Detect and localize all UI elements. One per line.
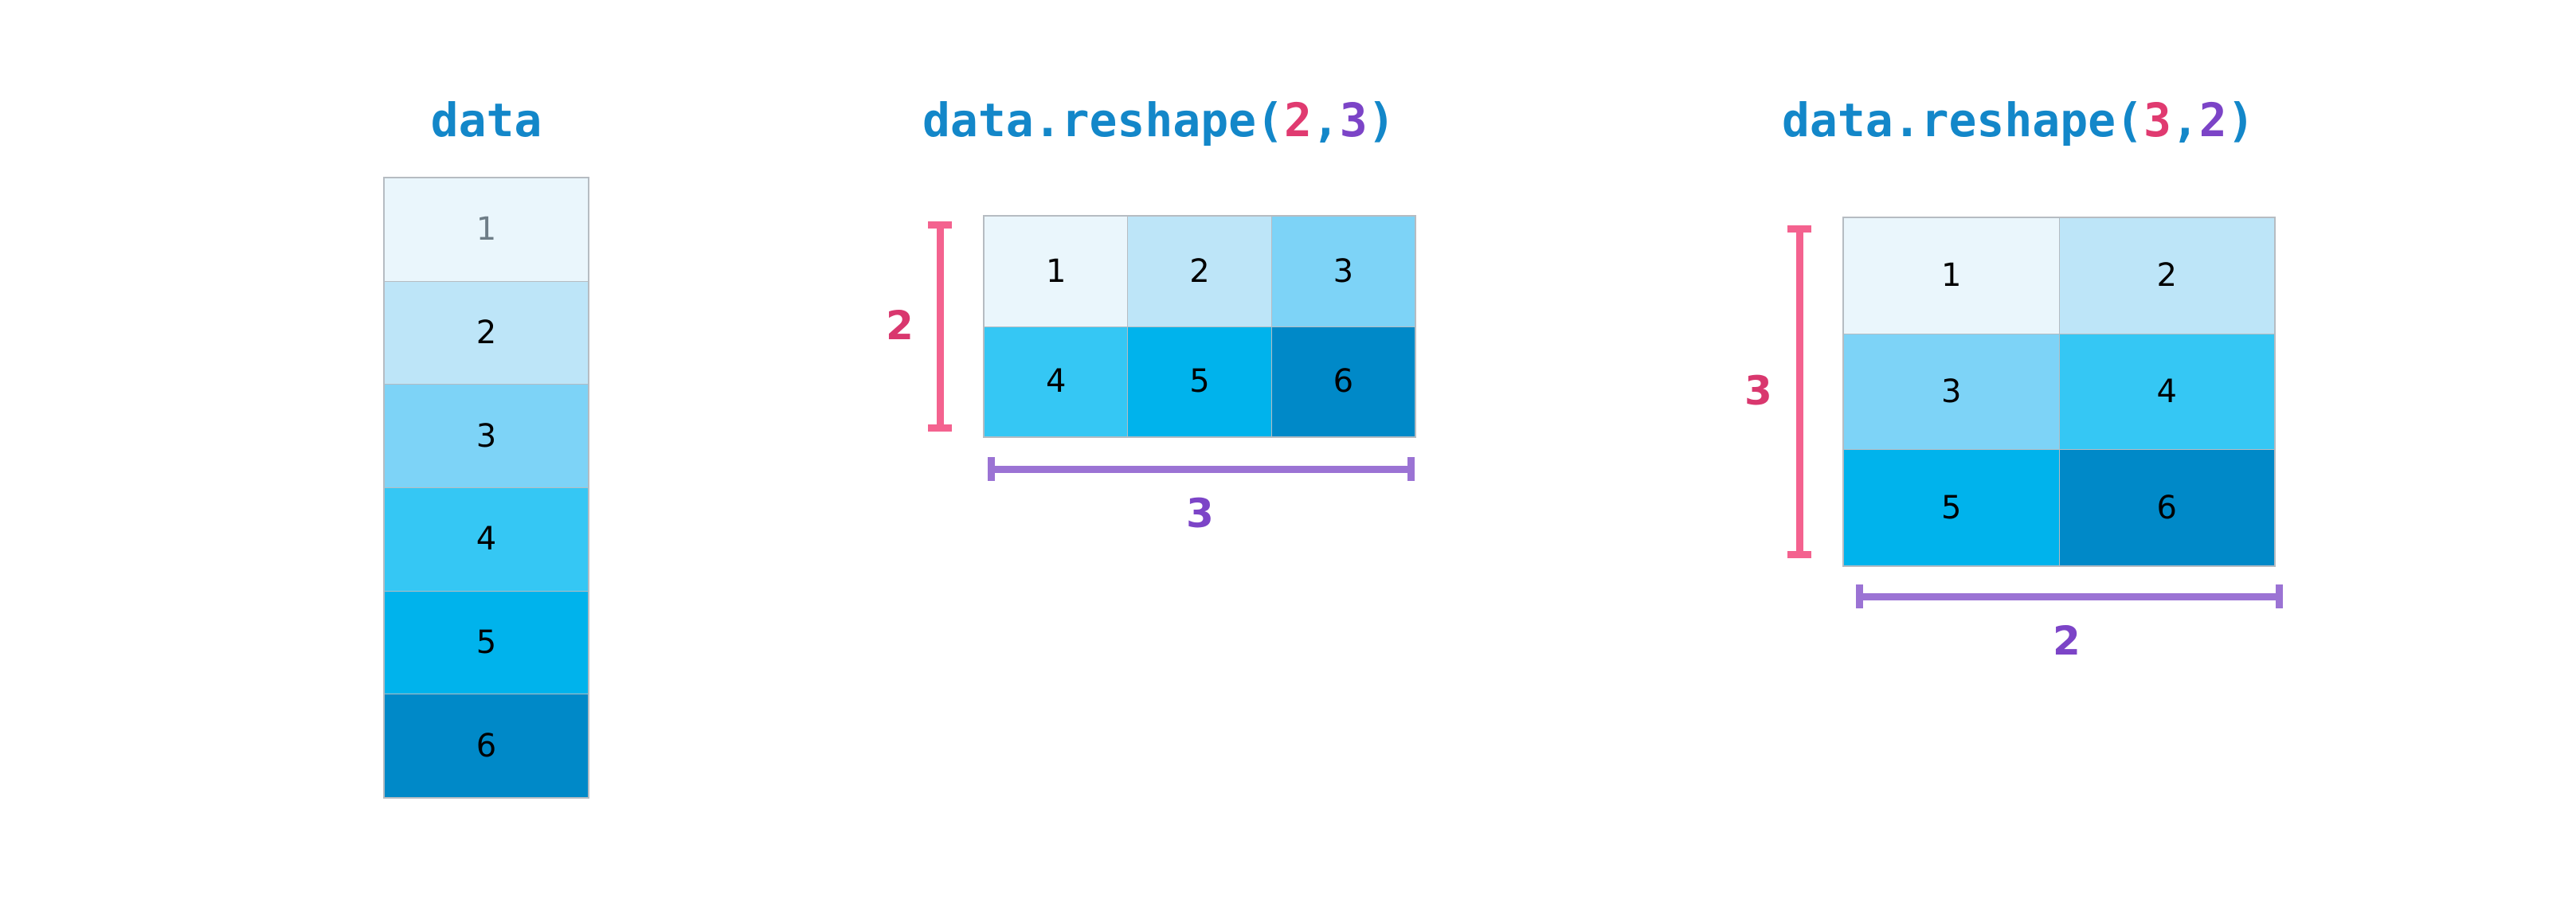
panel-data-title: data [430,93,542,147]
matrix-cell: 6 [2059,450,2274,565]
data-cell: 3 [385,385,588,487]
data-cell: 6 [385,694,588,797]
title-arg-rows: 3 [2143,93,2171,147]
cols-dimension-label: 3 [1186,491,1214,537]
rows-bracket-icon [928,221,952,432]
title-arg-cols: 3 [1339,93,1368,147]
cols-dimension-label: 2 [2053,618,2081,664]
title-prefix-text: data.reshape [1782,93,2116,147]
rows-bracket-icon [1787,225,1811,558]
panel-reshape-3-2-title: data.reshape(3,2) [1782,93,2255,147]
matrix-cell: 3 [1844,334,2059,450]
data-column-grid: 1 2 3 4 5 6 [383,177,589,799]
matrix-cell: 1 [985,217,1128,326]
reshape-3-2-grid: 1 2 3 4 5 6 [1842,217,2276,567]
matrix-cell: 3 [1271,217,1415,326]
cols-bracket-icon [1856,584,2283,608]
matrix-cell: 6 [1271,326,1415,436]
matrix-cell: 5 [1128,326,1271,436]
panel-reshape-2-3-title: data.reshape(2,3) [922,93,1396,147]
rows-dimension-label: 3 [1744,368,1772,414]
title-prefix-text: data.reshape [922,93,1257,147]
data-cell: 2 [385,281,588,385]
reshape-2-3-grid: 1 2 3 4 5 6 [983,215,1416,438]
cols-bracket-icon [988,457,1415,481]
title-arg-rows: 2 [1283,93,1312,147]
data-cell: 4 [385,488,588,591]
data-cell: 1 [385,178,588,281]
matrix-cell: 5 [1844,450,2059,565]
matrix-cell: 2 [1128,217,1271,326]
matrix-cell: 1 [1844,218,2059,334]
matrix-cell: 4 [2059,334,2274,450]
data-cell: 5 [385,591,588,694]
matrix-cell: 2 [2059,218,2274,334]
rows-dimension-label: 2 [886,303,914,349]
matrix-cell: 4 [985,326,1128,436]
title-arg-cols: 2 [2198,93,2227,147]
